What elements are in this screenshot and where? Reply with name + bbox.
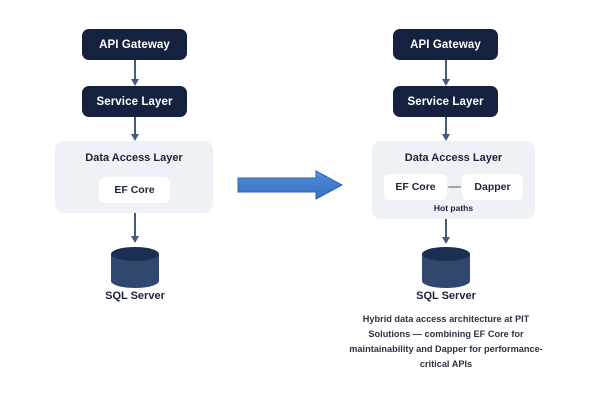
left-panel-title: Data Access Layer	[85, 152, 183, 164]
left-service-layer-label: Service Layer	[96, 95, 173, 108]
connector-shaft	[134, 213, 136, 237]
right-service-layer-label: Service Layer	[407, 95, 484, 108]
cylinder-top	[111, 247, 159, 261]
right-chip-ef-core-label: EF Core	[395, 181, 436, 193]
connector-shaft	[134, 117, 136, 135]
right-arrow-icon	[237, 170, 344, 200]
arrowhead-down-icon	[130, 236, 139, 243]
transition-arrow	[236, 168, 348, 202]
right-chip-ef-core[interactable]: EF Core	[384, 174, 447, 200]
right-data-access-layer-panel: Data Access Layer EF Core Dapper Hot pat…	[372, 141, 535, 219]
left-connector-gateway-to-service	[130, 60, 140, 86]
left-chip-ef-core-label: EF Core	[114, 184, 155, 196]
right-panel-title: Data Access Layer	[404, 152, 503, 164]
right-connector-gateway-to-service	[441, 60, 451, 86]
left-api-gateway-box[interactable]: API Gateway	[82, 29, 187, 60]
left-database-label: SQL Server	[105, 290, 165, 302]
left-data-access-layer-panel: Data Access Layer EF Core	[55, 141, 213, 213]
right-api-gateway-label: API Gateway	[410, 38, 481, 51]
arrowhead-down-icon	[441, 134, 450, 141]
left-architecture-group: API Gateway Service Layer Data Access La…	[0, 0, 290, 400]
arrowhead-down-icon	[441, 79, 450, 86]
left-chip-ef-core[interactable]: EF Core	[99, 177, 170, 203]
cylinder-top	[422, 247, 470, 261]
arrowhead-down-icon	[441, 237, 450, 244]
right-chip-dapper[interactable]: Dapper	[462, 174, 523, 200]
connector-shaft	[445, 219, 447, 238]
arrowhead-down-icon	[130, 79, 139, 86]
left-connector-service-to-dal	[130, 117, 140, 141]
left-database-cylinder-icon	[111, 247, 159, 288]
right-database-cylinder-icon	[422, 247, 470, 288]
left-api-gateway-label: API Gateway	[99, 38, 170, 51]
right-api-gateway-box[interactable]: API Gateway	[393, 29, 498, 60]
right-chip-dapper-label: Dapper	[474, 181, 511, 193]
right-connector-dal-to-database	[441, 219, 451, 244]
arrowhead-down-icon	[130, 134, 139, 141]
right-database-label: SQL Server	[416, 290, 476, 302]
right-connector-service-to-dal	[441, 117, 451, 141]
right-architecture-group: API Gateway Service Layer Data Access La…	[300, 0, 600, 400]
connector-shaft	[445, 60, 447, 80]
hot-paths-label: Hot paths	[433, 203, 474, 213]
left-connector-dal-to-database	[130, 213, 140, 243]
chip-link-line	[448, 186, 461, 188]
left-service-layer-box[interactable]: Service Layer	[82, 86, 187, 117]
connector-shaft	[445, 117, 447, 135]
connector-shaft	[134, 60, 136, 80]
diagram-caption: Hybrid data access architecture at PIT S…	[349, 314, 543, 369]
right-service-layer-box[interactable]: Service Layer	[393, 86, 498, 117]
